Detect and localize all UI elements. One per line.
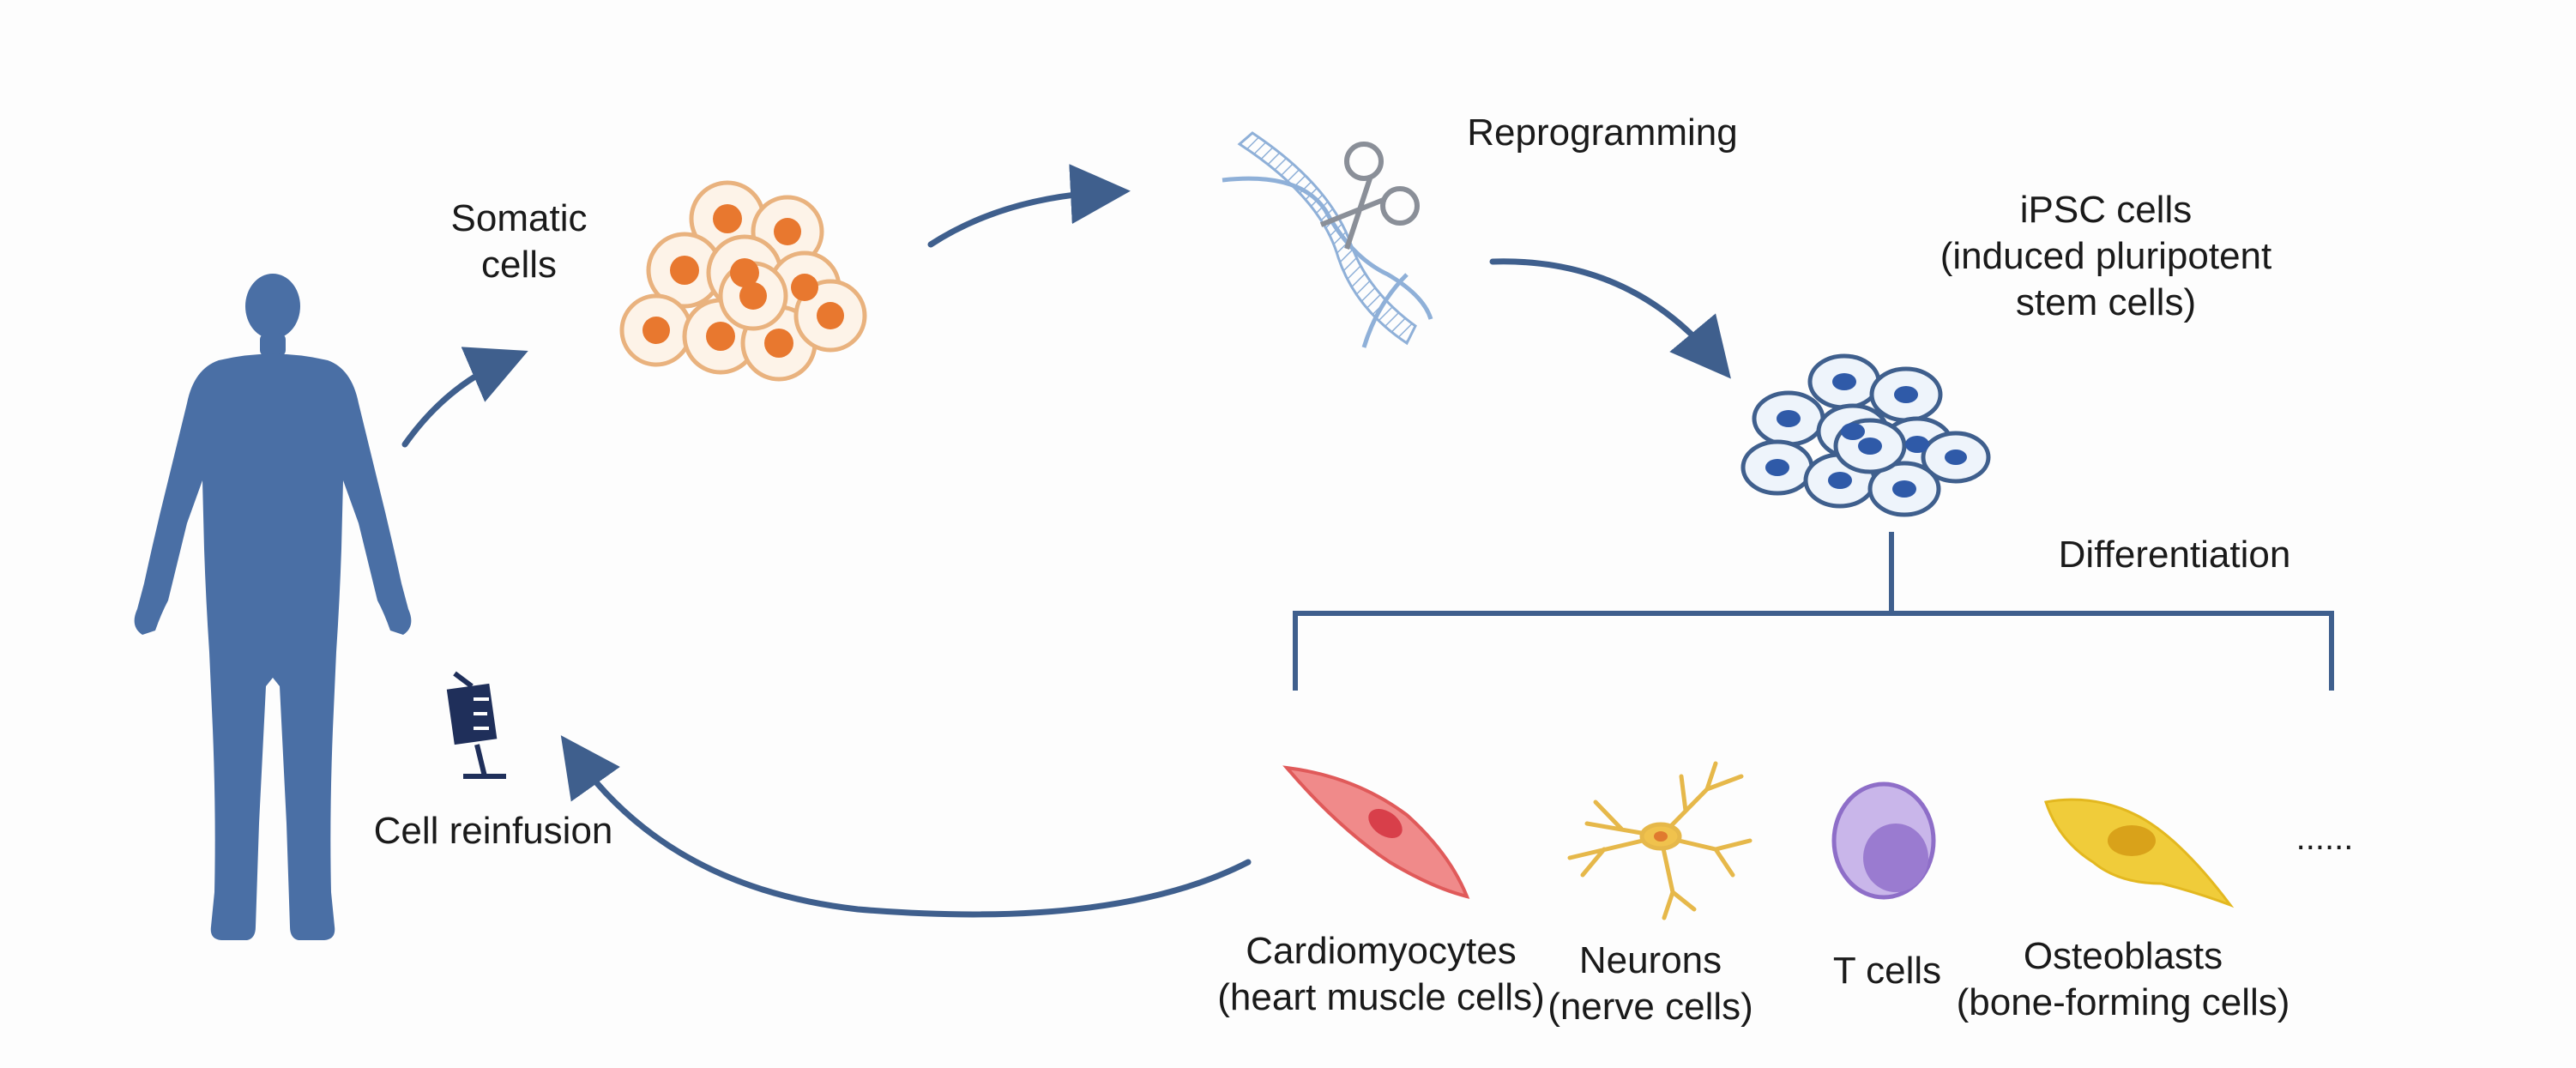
dna-scissors-icon: [1222, 131, 1433, 348]
arrows: [401, 164, 1731, 918]
cardiomyocytes-label: Cardiomyocytes (heart muscle cells): [1217, 930, 1545, 1018]
cardiomyocyte-icon: [1282, 765, 1470, 899]
cell-reinfusion-label: Cell reinfusion: [373, 810, 613, 852]
t-cell-icon: [1831, 781, 1936, 900]
somatic-cells-label: Somatic cells: [450, 197, 588, 286]
osteoblast-icon: [2044, 798, 2235, 908]
reprogramming-label: Reprogramming: [1467, 112, 1738, 154]
neuron-icon: [1567, 761, 1753, 920]
neurons-label: Neurons (nerve cells): [1547, 939, 1753, 1028]
t-cells-label: T cells: [1832, 950, 1942, 992]
human-body-icon: [134, 274, 412, 940]
arrow-body-to-somatic: [401, 347, 528, 448]
arrow-differentiated-to-reinfusion: [560, 735, 1252, 918]
arrow-reprogramming-to-ipsc: [1489, 258, 1731, 379]
somatic-cells-icon: [619, 180, 867, 382]
osteoblasts-label: Osteoblasts (bone-forming cells): [1956, 935, 2290, 1023]
differentiation-bracket: [1293, 532, 2334, 691]
differentiation-label: Differentiation: [2058, 534, 2291, 576]
more-cell-types-ellipsis: ......: [2295, 819, 2354, 857]
ipsc-cells-icon: [1740, 353, 1991, 517]
arrow-somatic-to-reprogramming: [927, 164, 1131, 248]
ipsc-cells-label: iPSC cells (induced pluripotent stem cel…: [1940, 189, 2272, 323]
syringe-icon: [446, 671, 506, 779]
